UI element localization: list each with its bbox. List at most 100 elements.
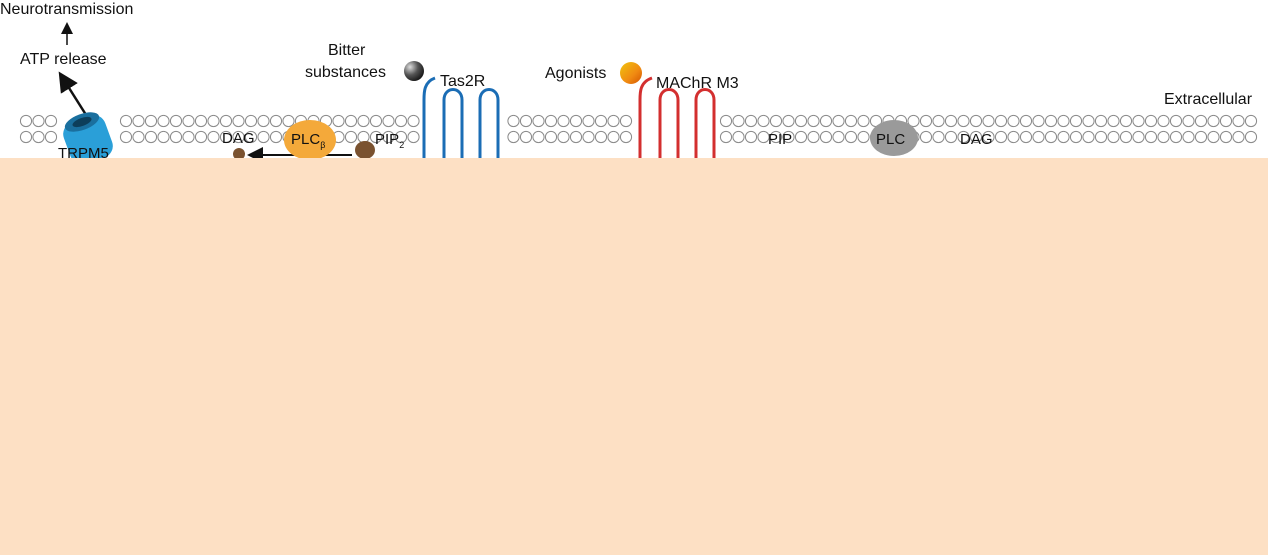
lipid-head xyxy=(332,114,345,128)
lipid-head xyxy=(757,130,770,144)
lipid-head xyxy=(232,114,245,128)
lipid-head xyxy=(1169,114,1183,128)
lipid-head xyxy=(1007,114,1020,128)
lipid-head xyxy=(757,114,770,128)
plc-enzyme-icon-right xyxy=(870,120,918,156)
lipid-head xyxy=(169,130,183,144)
lipid-head xyxy=(1094,130,1108,144)
lipid-head xyxy=(1032,114,1045,128)
lipid-head xyxy=(794,130,808,144)
lipid-head xyxy=(232,130,245,144)
lipid-head xyxy=(1232,130,1245,144)
bitter-ligand-icon xyxy=(404,61,424,81)
lipid-head xyxy=(182,130,195,144)
atp-release-label: ATP release xyxy=(20,51,107,68)
lipid-head xyxy=(544,130,558,144)
lipid-head xyxy=(994,114,1008,128)
pip2-molecule-icon xyxy=(355,141,375,159)
agonists-label: Agonists xyxy=(545,65,607,82)
lipid-head xyxy=(407,130,420,144)
lipid-head xyxy=(207,114,220,128)
plc-beta-label: PLCβ xyxy=(291,131,326,150)
lipid-head xyxy=(1219,114,1233,128)
lipid-head xyxy=(1219,130,1233,144)
lipid-head xyxy=(594,114,608,128)
lipid-head xyxy=(969,130,983,144)
lipid-head xyxy=(207,130,220,144)
lipid-head xyxy=(1069,130,1083,144)
plc-label-right: PLC xyxy=(876,131,906,148)
lipid-head xyxy=(119,130,133,144)
lipid-head xyxy=(382,114,395,128)
lipid-head xyxy=(1107,114,1120,128)
lipid-head xyxy=(1144,114,1158,128)
lipid-head xyxy=(919,130,933,144)
lipid-head xyxy=(1157,130,1170,144)
lipid-head xyxy=(582,114,595,128)
lipid-head xyxy=(957,130,970,144)
lipid-head xyxy=(169,114,183,128)
lipid-head xyxy=(357,114,370,128)
lipid-head xyxy=(907,114,920,128)
lipid-head xyxy=(1119,130,1133,144)
lipid-head xyxy=(194,114,208,128)
lipid-head xyxy=(1169,130,1183,144)
lipid-head xyxy=(32,114,45,128)
lipid-head xyxy=(1057,130,1070,144)
lipid-head xyxy=(819,130,833,144)
trpm5-label: TRPM5 xyxy=(58,145,109,162)
lipid-head xyxy=(832,114,845,128)
lipid-head xyxy=(1194,114,1208,128)
dag-molecule-icon xyxy=(233,148,245,160)
agonist-ligand-icon xyxy=(620,62,642,84)
lipid-head xyxy=(932,114,945,128)
lipid-head xyxy=(1019,114,1033,128)
lipid-head xyxy=(769,114,783,128)
lipid-head xyxy=(1119,114,1133,128)
lipid-head xyxy=(582,130,595,144)
lipid-head xyxy=(532,130,545,144)
trpm5-channel-icon xyxy=(63,112,113,165)
lipid-head xyxy=(782,130,795,144)
lipid-head xyxy=(507,114,520,128)
lipid-head xyxy=(719,130,733,144)
lipid-head xyxy=(569,114,583,128)
lipid-head xyxy=(807,130,820,144)
lipid-head xyxy=(732,130,745,144)
lipid-head xyxy=(357,130,370,144)
lipid-head xyxy=(557,114,570,128)
lipid-head xyxy=(394,114,408,128)
lipid-head xyxy=(857,114,870,128)
lipid-head xyxy=(1244,130,1258,144)
lipid-head xyxy=(944,114,958,128)
lipid-head xyxy=(744,130,758,144)
lipid-head xyxy=(607,114,620,128)
lipid-head xyxy=(194,130,208,144)
atp-release-arrow xyxy=(58,71,90,119)
lipid-head xyxy=(144,114,158,128)
lipid-head xyxy=(957,114,970,128)
plc-enzyme-icon xyxy=(284,120,336,160)
lipid-head xyxy=(844,130,858,144)
lipid-head xyxy=(557,130,570,144)
lipid-head xyxy=(382,130,395,144)
lipid-head xyxy=(119,114,133,128)
lipid-head xyxy=(269,114,283,128)
lipid-head xyxy=(594,130,608,144)
lipid-head xyxy=(407,114,420,128)
lipid-head xyxy=(182,114,195,128)
neurotransmission-label: Neurotransmission xyxy=(0,1,134,18)
lipid-head xyxy=(1082,130,1095,144)
pip2-label-left: PIP2 xyxy=(375,131,405,150)
lipid-head xyxy=(932,130,945,144)
lipid-head xyxy=(1032,130,1045,144)
lipid-head xyxy=(282,114,295,128)
lipid-head xyxy=(1107,130,1120,144)
lipid-head xyxy=(519,114,533,128)
lipid-head xyxy=(1069,114,1083,128)
lipid-head xyxy=(369,130,383,144)
lipid-head xyxy=(1044,114,1058,128)
lipid-head xyxy=(507,130,520,144)
lipid-head xyxy=(19,130,33,144)
